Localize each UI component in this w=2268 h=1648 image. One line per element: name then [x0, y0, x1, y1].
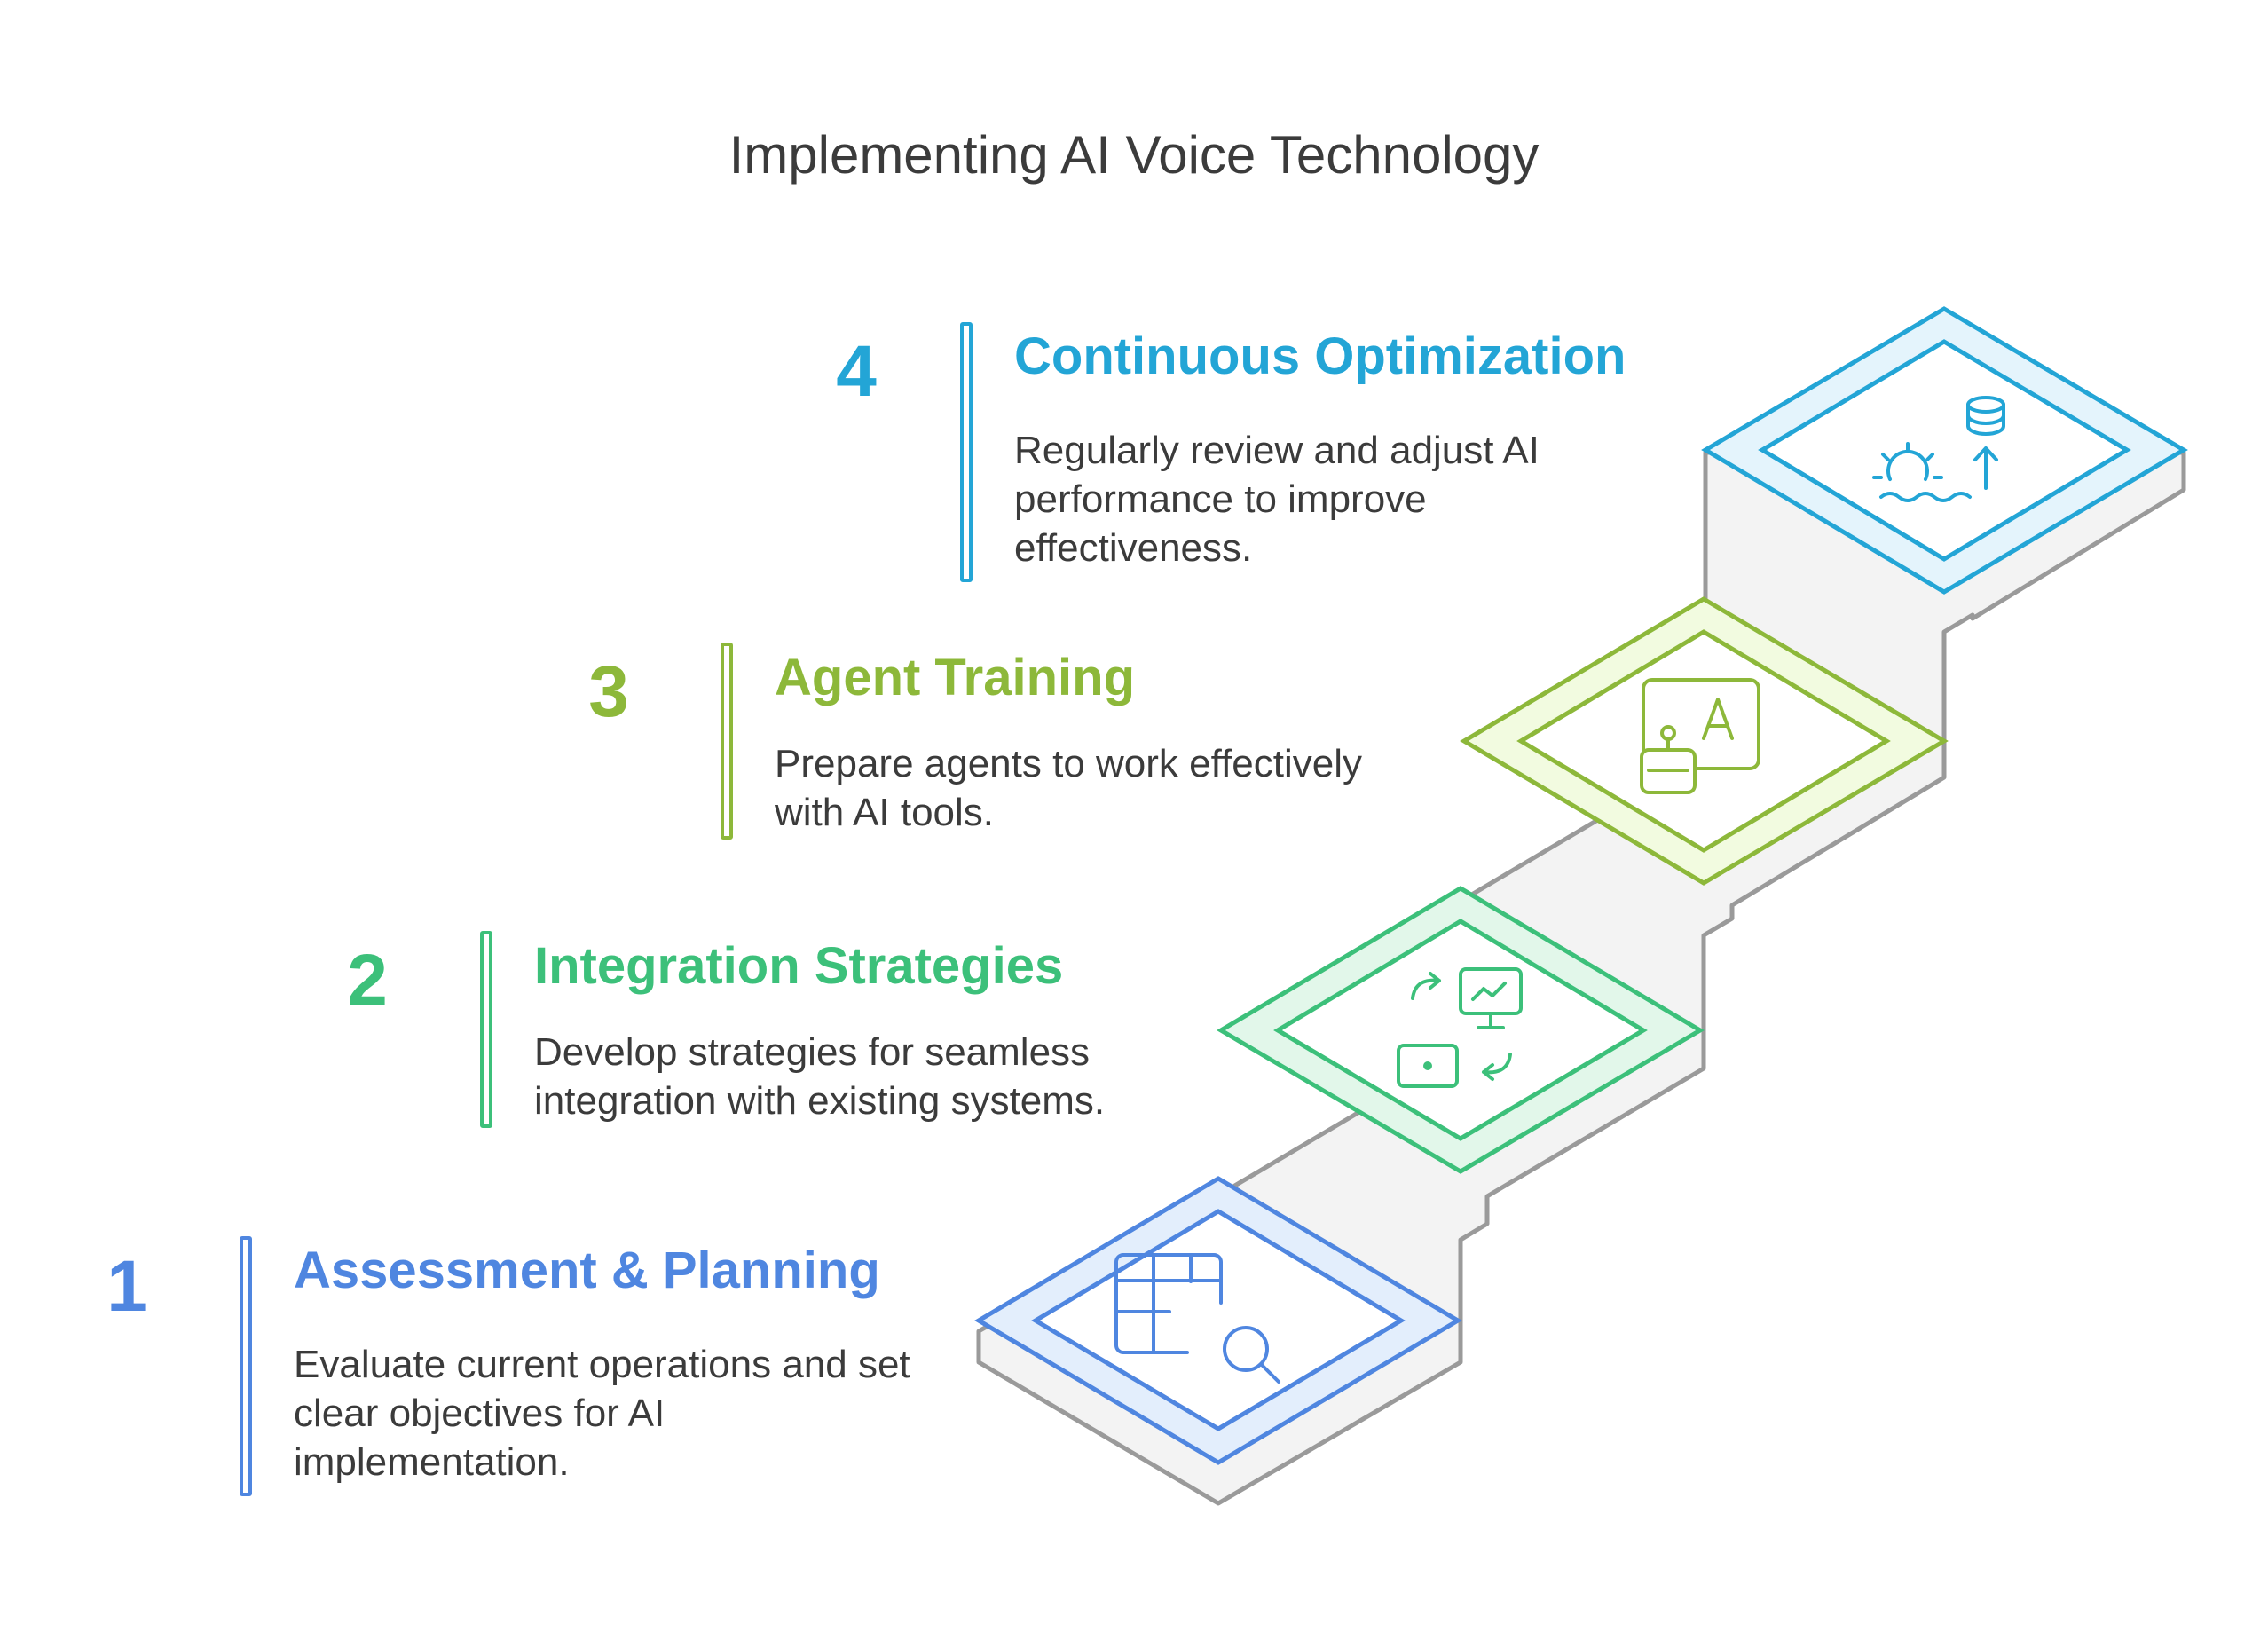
step-2-number: 2	[347, 940, 388, 1021]
step-2-platform	[1217, 886, 1705, 1174]
diagram-title: Implementing AI Voice Technology	[728, 125, 1540, 185]
step-2-title: Integration Strategies	[534, 937, 1064, 995]
gear-database-optimization-icon	[1872, 396, 2005, 502]
step-3-number: 3	[588, 651, 629, 732]
step-1-title: Assessment & Planning	[294, 1242, 880, 1299]
step-3-platform	[1460, 596, 1949, 886]
step-2-description: Develop strategies for seamless integrat…	[534, 1030, 1106, 1123]
robot-training-icon	[1640, 678, 1760, 794]
step-1-platform	[974, 1176, 1462, 1465]
step-1-bar	[240, 1236, 252, 1496]
step-3-description: Prepare agents to work effectively with …	[775, 742, 1362, 834]
step-4-platform	[1701, 306, 2188, 595]
step-1-number: 1	[106, 1246, 147, 1327]
step-2-bar	[480, 931, 492, 1128]
step-1-description: Evaluate current operations and set clea…	[294, 1343, 910, 1484]
system-integration-icon	[1397, 967, 1523, 1088]
step-4-bar	[960, 322, 973, 582]
step-4-title: Continuous Optimization	[1014, 327, 1626, 385]
step-4-description: Regularly review and adjust AI performan…	[1014, 429, 1540, 570]
step-3-title: Agent Training	[775, 649, 1135, 706]
step-3-bar	[721, 643, 733, 840]
step-4-number: 4	[836, 331, 877, 412]
table-search-icon	[1114, 1253, 1280, 1384]
